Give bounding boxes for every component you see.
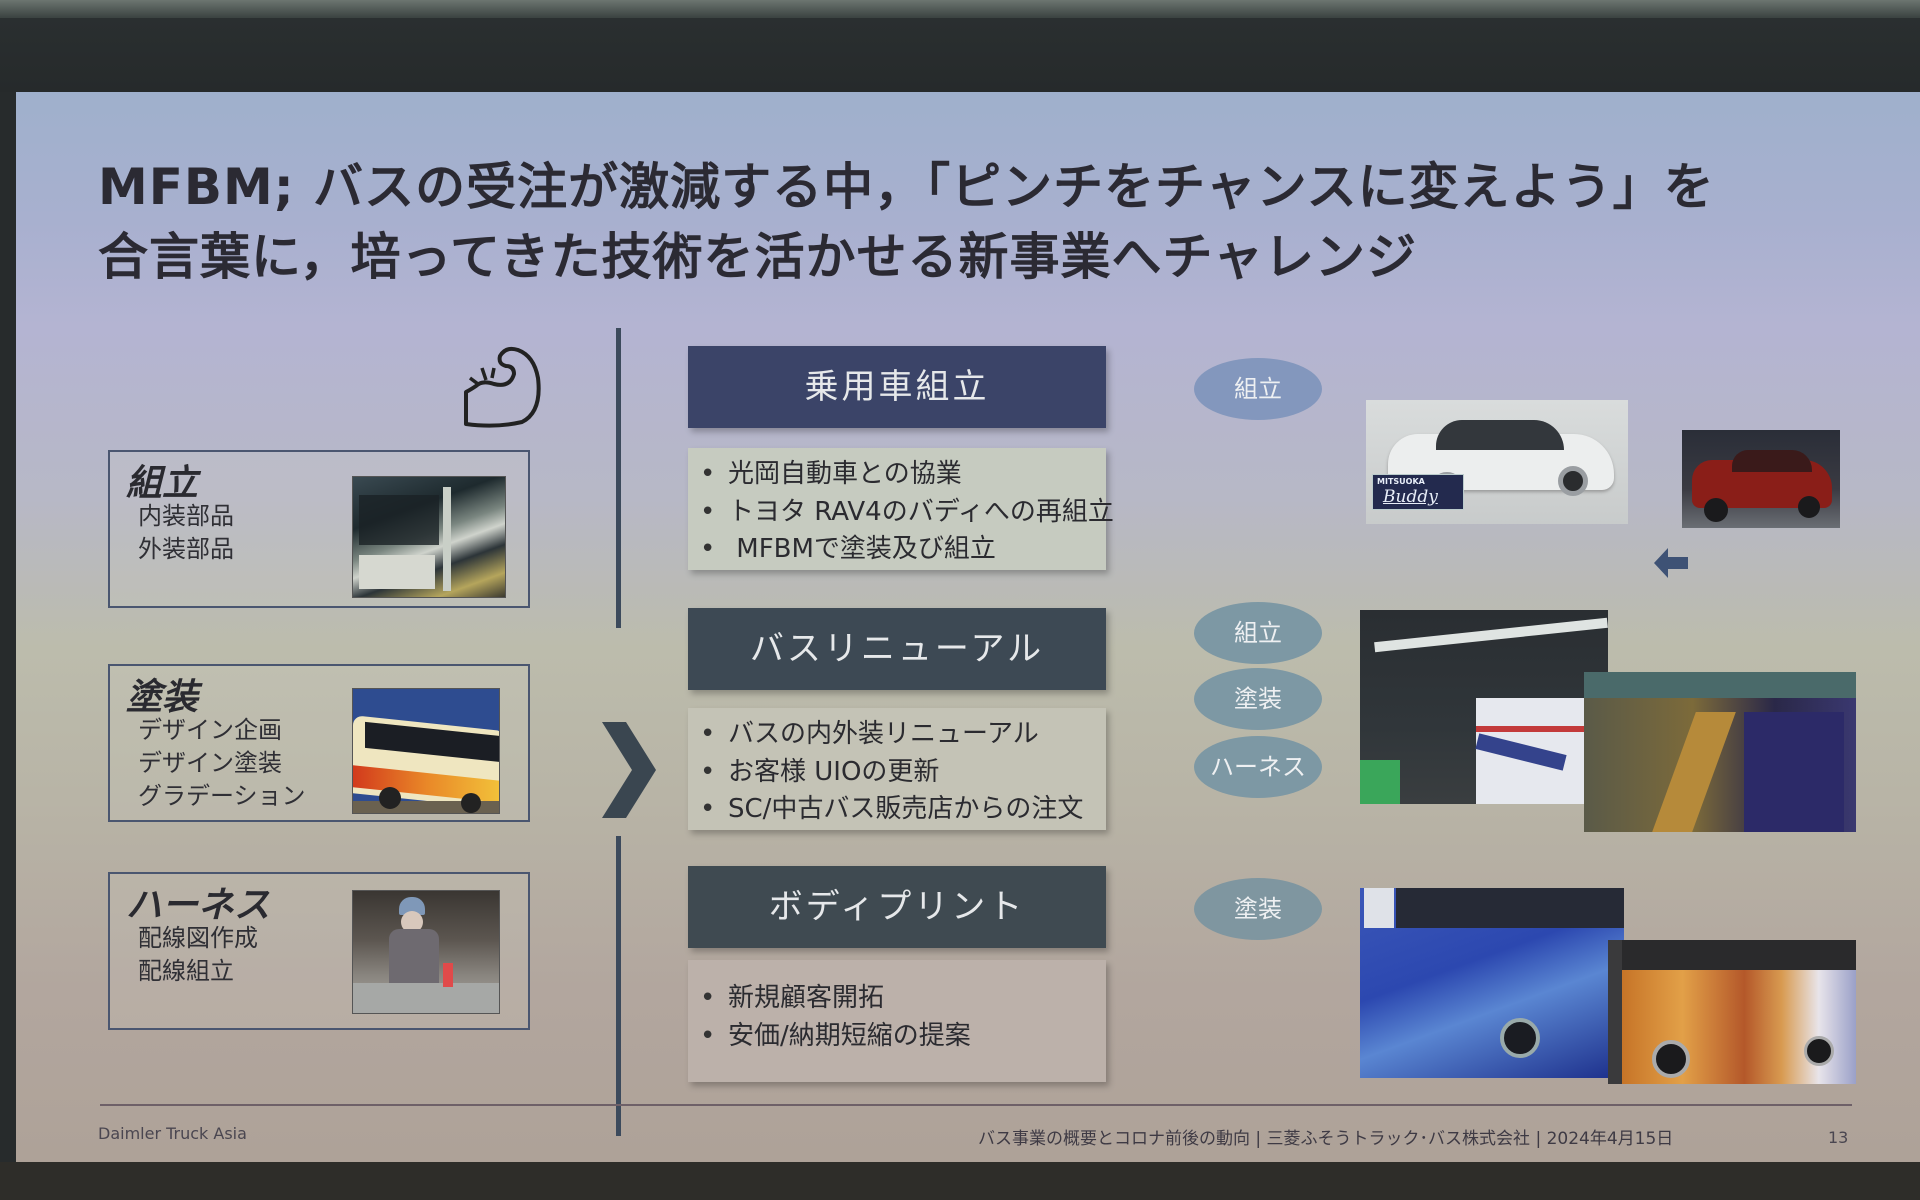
tag-painting: 塗装 bbox=[1194, 668, 1322, 730]
business-body-body-print: 新規顧客開拓 安価/納期短縮の提案 bbox=[688, 960, 1106, 1082]
business-header-label: ボディプリント bbox=[768, 887, 1026, 927]
skill-item: 配線図作成 bbox=[138, 924, 258, 952]
page-number: 13 bbox=[1828, 1128, 1849, 1147]
arrow-left-icon bbox=[1654, 548, 1688, 578]
skill-items: 配線図作成 配線組立 bbox=[138, 922, 258, 988]
painted-coach-bus-photo bbox=[352, 688, 500, 814]
bullet-list: バスの内外装リニューアル お客様 UIOの更新 SC/中古バス販売店からの注文 bbox=[700, 716, 1106, 829]
skill-card-painting: 塗装 デザイン企画 デザイン塗装 グラデーション bbox=[108, 664, 530, 822]
bullet-item: トヨタ RAV4のバディへの再組立 bbox=[700, 494, 1114, 532]
skill-item: デザイン企画 bbox=[138, 716, 282, 744]
skill-item: グラデーション bbox=[138, 782, 306, 810]
blue-body-print-bus-photo bbox=[1360, 888, 1624, 1078]
screen-bottom-border bbox=[0, 1162, 1920, 1200]
skill-card-assembly: 組立 内装部品 外装部品 bbox=[108, 450, 530, 608]
skill-item: 外装部品 bbox=[138, 535, 234, 563]
title-line-1: MFBM; バスの受注が激減する中，「ピンチをチャンスに変えよう」を bbox=[98, 158, 1715, 216]
bullet-item: お客様 UIOの更新 bbox=[700, 754, 1106, 792]
mitsuoka-buddy-logo: MITSUOKA Buddy bbox=[1372, 474, 1464, 510]
renewed-bus-exterior-photo bbox=[1360, 610, 1608, 804]
bullet-item: バスの内外装リニューアル bbox=[700, 716, 1106, 754]
red-rav4-photo bbox=[1682, 430, 1840, 528]
flexed-arm-icon bbox=[464, 346, 541, 428]
skill-item: デザイン塗装 bbox=[138, 749, 282, 777]
presentation-slide: MFBM; バスの受注が激減する中，「ピンチをチャンスに変えよう」を 合言葉に，… bbox=[16, 92, 1920, 1162]
tag-label: ハーネス bbox=[1210, 753, 1306, 781]
business-header-body-print: ボディプリント bbox=[688, 866, 1106, 948]
slide-title: MFBM; バスの受注が激減する中，「ピンチをチャンスに変えよう」を 合言葉に，… bbox=[98, 152, 1798, 292]
chevron-right-icon bbox=[602, 722, 656, 818]
skill-card-harness: ハーネス 配線図作成 配線組立 bbox=[108, 872, 530, 1030]
harness-worker-photo bbox=[352, 890, 500, 1014]
tag-harness: ハーネス bbox=[1194, 736, 1322, 798]
logo-line-1: MITSUOKA bbox=[1377, 477, 1425, 486]
title-line-2: 合言葉に，培ってきた技術を活かせる新事業へチャレンジ bbox=[98, 228, 1417, 286]
divider-line-bottom bbox=[616, 836, 621, 1136]
bus-assembly-photo bbox=[352, 476, 506, 598]
screen-top-rail bbox=[0, 0, 1920, 18]
renewed-bus-interior-photo bbox=[1584, 672, 1856, 832]
footer-company: Daimler Truck Asia bbox=[98, 1124, 247, 1143]
skill-items: 内装部品 外装部品 bbox=[138, 500, 234, 566]
skill-title: 組立 bbox=[126, 463, 199, 504]
tag-label: 塗装 bbox=[1234, 685, 1282, 713]
tag-assembly: 組立 bbox=[1194, 358, 1322, 420]
orange-body-print-bus-photo bbox=[1608, 940, 1856, 1084]
business-header-bus-renewal: バスリニューアル bbox=[688, 608, 1106, 690]
skill-item: 内装部品 bbox=[138, 502, 234, 530]
footer-divider bbox=[100, 1104, 1852, 1106]
skill-title: 塗装 bbox=[126, 677, 199, 718]
business-body-passenger-car-assembly: 光岡自動車との協業 トヨタ RAV4のバディへの再組立 MFBMで塗装及び組立 bbox=[688, 448, 1114, 570]
bullet-item: 安価/納期短縮の提案 bbox=[700, 1018, 1106, 1056]
skill-title: ハーネス bbox=[126, 885, 271, 926]
business-header-label: バスリニューアル bbox=[749, 629, 1045, 669]
screen-top-border bbox=[0, 18, 1920, 92]
logo-line-2: Buddy bbox=[1383, 487, 1438, 507]
tag-painting: 塗装 bbox=[1194, 878, 1322, 940]
bullet-list: 光岡自動車との協業 トヨタ RAV4のバディへの再組立 MFBMで塗装及び組立 bbox=[700, 456, 1114, 569]
business-header-label: 乗用車組立 bbox=[804, 367, 990, 407]
footer-presentation-info: バス事業の概要とコロナ前後の動向 | 三菱ふそうトラック･バス株式会社 | 20… bbox=[978, 1129, 1674, 1149]
tag-assembly: 組立 bbox=[1194, 602, 1322, 664]
business-body-bus-renewal: バスの内外装リニューアル お客様 UIOの更新 SC/中古バス販売店からの注文 bbox=[688, 708, 1106, 830]
skill-items: デザイン企画 デザイン塗装 グラデーション bbox=[138, 714, 306, 813]
bullet-item: 新規顧客開拓 bbox=[700, 980, 1106, 1018]
bullet-item: MFBMで塗装及び組立 bbox=[700, 531, 1106, 569]
bullet-list: 新規顧客開拓 安価/納期短縮の提案 bbox=[700, 980, 1106, 1055]
tag-label: 塗装 bbox=[1234, 895, 1282, 923]
bullet-item: 光岡自動車との協業 bbox=[700, 456, 1106, 494]
skill-item: 配線組立 bbox=[138, 957, 234, 985]
tag-label: 組立 bbox=[1234, 375, 1282, 403]
tag-label: 組立 bbox=[1234, 619, 1282, 647]
business-header-passenger-car-assembly: 乗用車組立 bbox=[688, 346, 1106, 428]
divider-line-top bbox=[616, 328, 621, 628]
bullet-item: SC/中古バス販売店からの注文 bbox=[700, 791, 1106, 829]
